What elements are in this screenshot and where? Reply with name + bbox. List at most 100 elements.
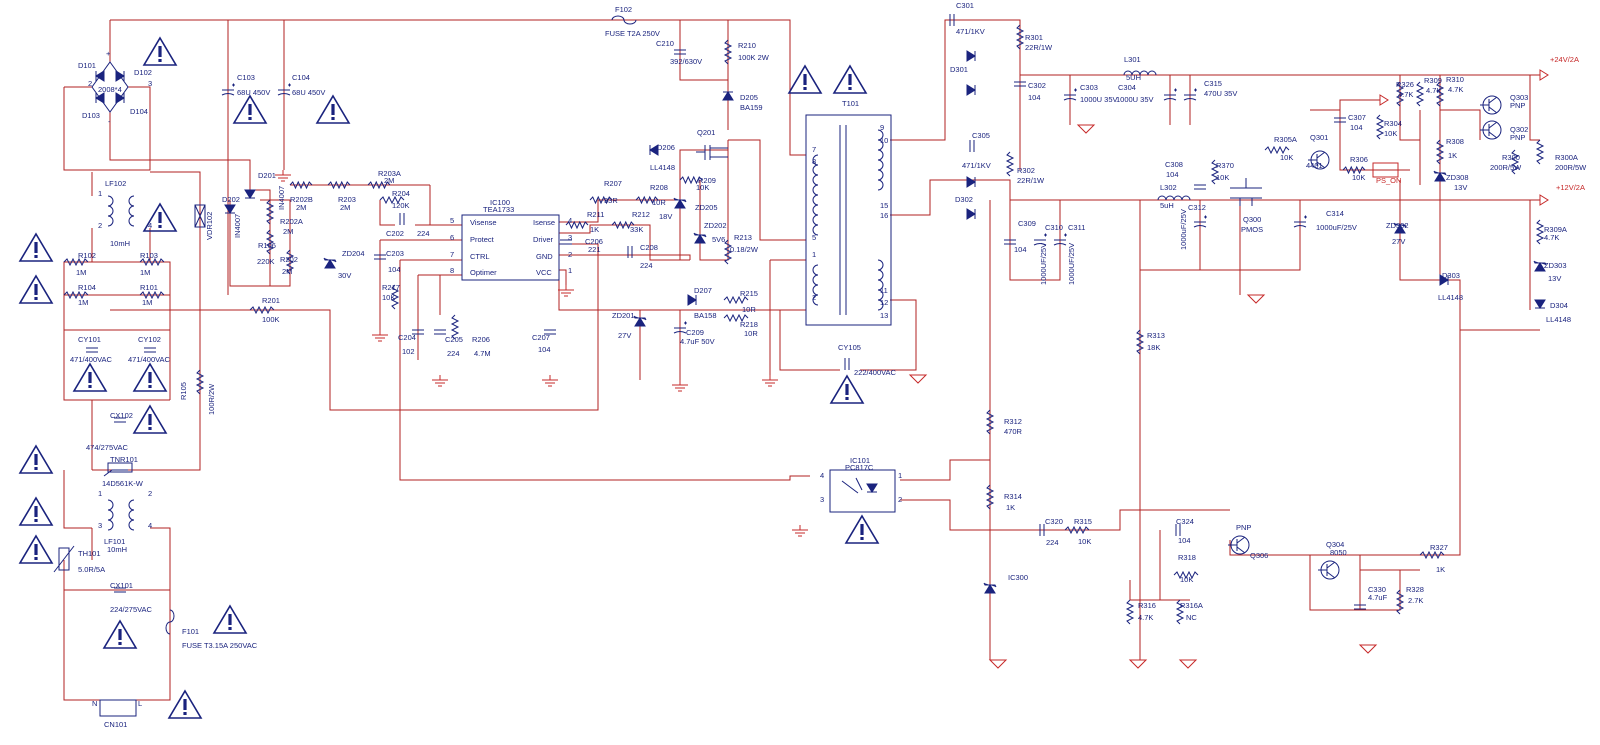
label-tnr101v: 14D561K-W (102, 479, 144, 488)
label-q304: Q304 (1326, 540, 1344, 549)
diode-d301-b (966, 84, 976, 96)
zener-zd308 (1433, 170, 1447, 182)
diode-d103 (95, 92, 105, 104)
label-c330v: 4.7uF (1368, 593, 1388, 602)
label-c202v: 224 (417, 229, 430, 238)
label-r315v: 10K (1078, 537, 1091, 546)
label-c303v: 1000U 35V (1080, 95, 1118, 104)
warning-triangle-icon (142, 36, 178, 66)
capacitor-c315 (1183, 88, 1197, 101)
label-cn101: CN101 (104, 720, 127, 729)
label-r202b: R202B (290, 195, 313, 204)
resistor-r309a (1535, 219, 1545, 245)
label-r213: R213 (734, 233, 752, 242)
diode-d205 (722, 91, 734, 101)
label-bridge: 2008*4 (98, 85, 122, 94)
label-pin_isense: Isense (533, 218, 555, 227)
resistor-r310 (1435, 81, 1445, 107)
diode-d304 (1534, 299, 1546, 309)
capacitor-c330 (1354, 604, 1366, 610)
pin-number: + (106, 49, 111, 58)
label-r302v: 22R/1W (1017, 176, 1045, 185)
label-l302: L302 (1160, 183, 1177, 192)
label-vdr102: VDR102 (205, 212, 214, 240)
capacitor-c308 (1194, 184, 1206, 190)
label-r212: R212 (632, 210, 650, 219)
label-c311: C311 (1068, 223, 1085, 232)
label-r213v: 0.18/2W (730, 245, 759, 254)
label-cn_n: N (92, 699, 97, 708)
label-r312: R312 (1004, 417, 1022, 426)
pin-number: 15 (880, 201, 888, 210)
label-c209v: 4.7uF 50V (680, 337, 715, 346)
fuse-f102 (611, 15, 637, 25)
warning-triangle-icon (18, 534, 54, 564)
label-c314v: 1000uF/25V (1316, 223, 1357, 232)
capacitor-c309 (1004, 239, 1016, 245)
pin-number: 1 (812, 250, 816, 259)
label-r314: R314 (1004, 492, 1022, 501)
label-c204: C204 (398, 333, 416, 342)
label-r203a: R203A (378, 169, 401, 178)
label-r309a: R309A (1544, 225, 1567, 234)
resistor-r308 (1435, 139, 1445, 165)
label-c307v: 104 (1350, 123, 1363, 132)
transistor-q301 (1308, 150, 1330, 170)
label-r103: R103 (140, 251, 158, 260)
label-zd308: ZD308 (1446, 173, 1469, 182)
resistor-r218 (723, 313, 749, 323)
label-r103v: 1M (140, 268, 150, 277)
label-ic300: IC300 (1008, 573, 1028, 582)
inductor-lf102-a (107, 195, 114, 227)
zener-zd303 (1533, 260, 1547, 272)
label-r326: R326 (1396, 80, 1414, 89)
label-c207v: 104 (538, 345, 551, 354)
zener-zd302 (1393, 222, 1407, 234)
resistor-r301 (1015, 24, 1025, 50)
zener-zd201 (633, 315, 647, 327)
label-lf101v: 10mH (107, 545, 127, 554)
capacitor-c104 (277, 83, 291, 96)
diode-d101 (95, 70, 105, 82)
pin-number: 7 (450, 250, 454, 259)
resistor-r217 (390, 284, 400, 310)
label-d304v: LL4148 (1546, 315, 1571, 324)
wires (63, 19, 1540, 701)
label-r105: R105 (179, 382, 188, 400)
label-r308v: 1K (1448, 151, 1457, 160)
diode-d207 (687, 294, 697, 306)
warning-symbols (18, 36, 880, 719)
label-c312v: 1000uF/25V (1179, 209, 1188, 250)
resistor-r206 (450, 314, 460, 340)
label-tnr101: TNR101 (110, 455, 138, 464)
label-cy105v: 222/400VAC (854, 368, 897, 377)
resistor-r215 (723, 295, 749, 305)
label-pin_gnd: GND (536, 252, 553, 261)
label-cy101v: 471/400VAC (70, 355, 113, 364)
label-d303: D303 (1442, 271, 1460, 280)
warning-triangle-icon (72, 362, 108, 392)
label-c208v: 224 (640, 261, 653, 270)
label-r310: R310 (1446, 75, 1464, 84)
t101-primary-top (812, 154, 819, 236)
label-ic101: IC101 (850, 456, 870, 465)
label-f101: F101 (182, 627, 199, 636)
pin-number: 8 (812, 157, 816, 166)
label-r218: R218 (740, 320, 758, 329)
resistor-r304 (1375, 114, 1385, 140)
label-c210v: 392/630V (670, 57, 702, 66)
label-r217v: 10K (382, 293, 395, 302)
label-c202: C202 (386, 229, 404, 238)
pin-number: 2 (568, 250, 572, 259)
resistor-r202a (265, 199, 275, 225)
capacitor-c207 (544, 329, 556, 335)
label-cy102: CY102 (138, 335, 161, 344)
capacitor-c310 (1033, 233, 1047, 246)
t101-secondary-top (877, 129, 884, 191)
resistor-r318 (1173, 570, 1199, 580)
label-d202v: IN4007 (233, 214, 242, 238)
label-c324v: 104 (1178, 536, 1191, 545)
label-lf102v: 10mH (110, 239, 130, 248)
label-r202: R202 (280, 255, 298, 264)
label-d202: D202 (222, 195, 240, 204)
